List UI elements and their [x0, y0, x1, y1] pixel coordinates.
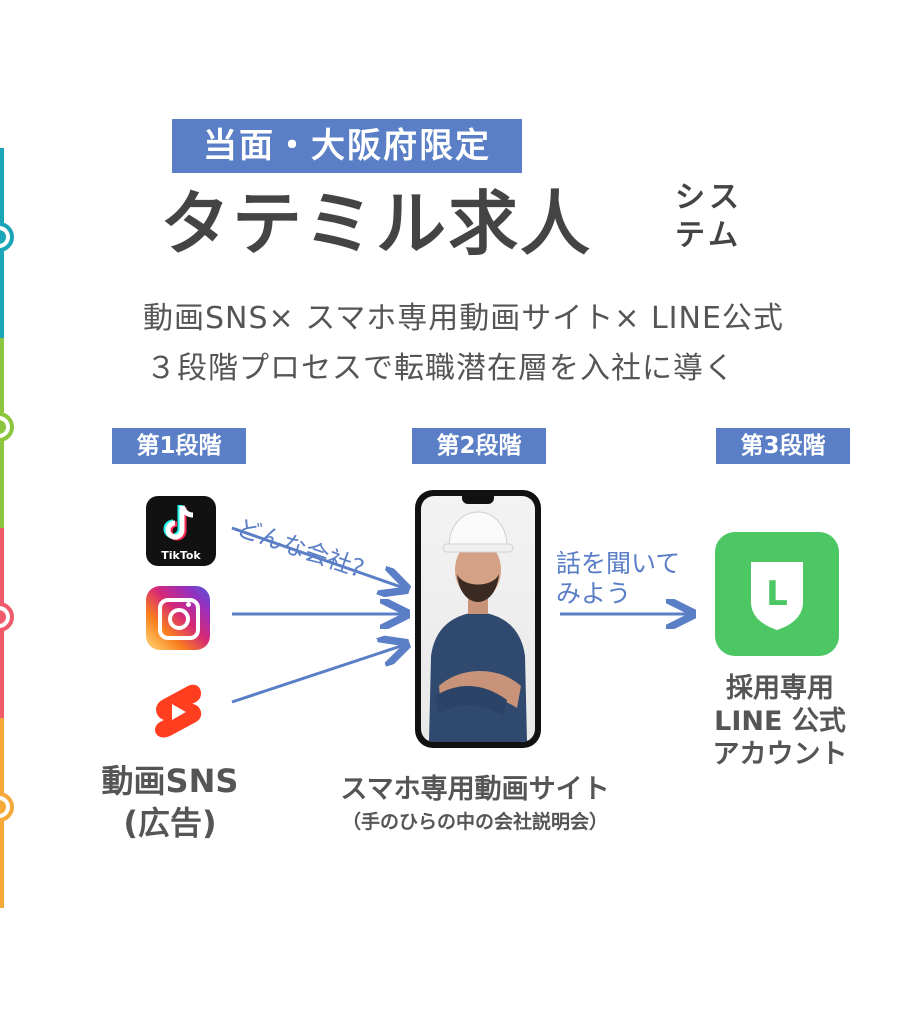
caption-line-1: 採用専用: [726, 673, 834, 704]
arrow-note-lets-talk-2: みよう: [556, 579, 632, 608]
caption-site-line-2: （手のひらの中の会社説明会）: [341, 811, 608, 833]
stage-1-label: 第1段階: [112, 428, 246, 464]
caption-site: スマホ専用動画サイト （手のひらの中の会社説明会）: [300, 773, 650, 837]
caption-site-line-1: スマホ専用動画サイト: [340, 774, 610, 805]
lead-line-2: ３段階プロセスで転職潜在層を入社に導く: [146, 351, 735, 386]
tiktok-label: TikTok: [161, 549, 201, 562]
caption-sns: 動画SNS (広告): [80, 760, 260, 844]
stage-3-label: 第3段階: [716, 428, 850, 464]
youtube-shorts-icon: [148, 682, 208, 742]
region-badge: 当面・大阪府限定: [172, 119, 522, 173]
worker-photo: [429, 511, 527, 742]
caption-sns-line-2: (広告): [123, 804, 217, 842]
arrow-tiktok: [231, 526, 404, 588]
arrow-note-lets-talk-1: 話を聞いて: [556, 549, 681, 578]
line-app-icon: L: [715, 532, 839, 656]
line-icon-letter: L: [766, 574, 788, 614]
arrow-shorts: [231, 645, 404, 704]
title-suffix-top: シス: [675, 180, 743, 215]
lead-line-1: 動画SNS× スマホ専用動画サイト× LINE公式: [143, 301, 784, 336]
page-title: タテミル求人: [160, 183, 592, 265]
instagram-icon: [146, 586, 210, 650]
smartphone-frame: [415, 490, 541, 748]
stage-2-label: 第2段階: [412, 428, 546, 464]
caption-line-2: LINE 公式: [714, 706, 846, 737]
caption-line-3: アカウント: [712, 739, 848, 770]
title-suffix-bottom: テム: [675, 218, 743, 253]
caption-sns-line-1: 動画SNS: [101, 762, 239, 800]
tiktok-icon: TikTok: [146, 496, 216, 566]
phone-screen: [421, 496, 535, 742]
caption-line: 採用専用 LINE 公式 アカウント: [680, 672, 880, 771]
